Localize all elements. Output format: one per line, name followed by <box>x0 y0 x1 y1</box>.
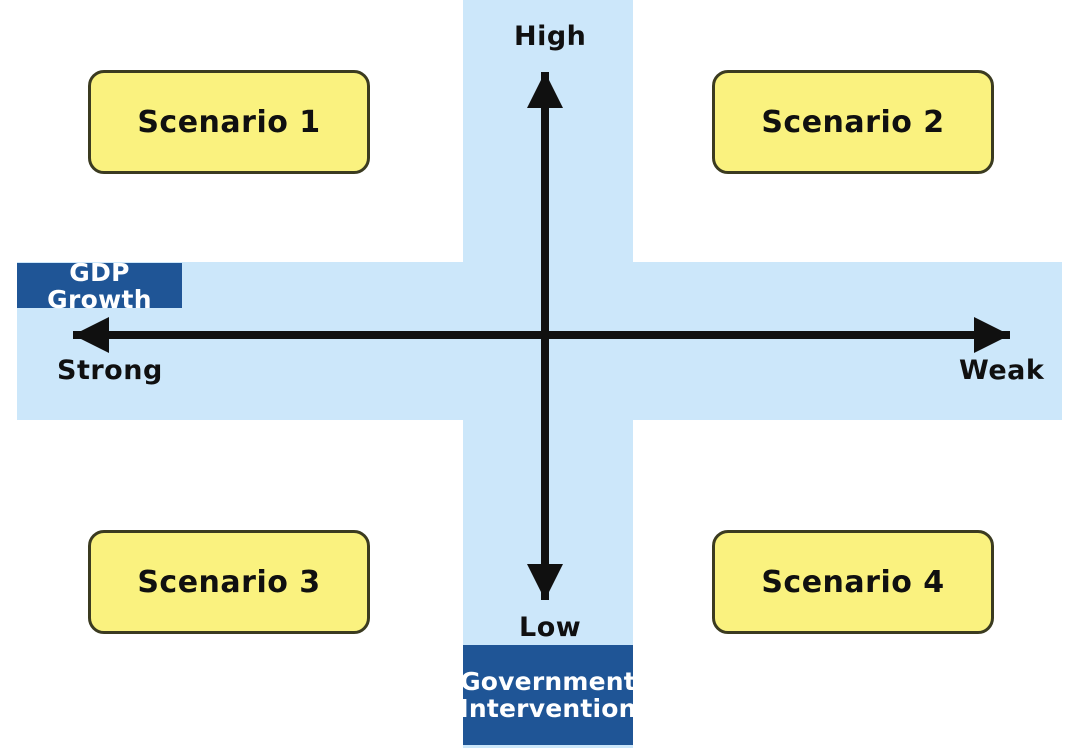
vertical-axis-bottom-pole-label: Low <box>519 612 582 643</box>
horizontal-axis-right-pole-label: Weak <box>959 355 1045 386</box>
horizontal-axis-left-pole-label: Strong <box>57 355 163 386</box>
scenario-box-4[interactable]: Scenario 4 <box>712 530 994 634</box>
scenario-box-2[interactable]: Scenario 2 <box>712 70 994 174</box>
vertical-axis-title-line-2: Intervention <box>459 694 637 723</box>
arrow-right-icon <box>974 317 1010 353</box>
vertical-axis-line <box>541 72 549 600</box>
vertical-axis-title-badge: Government Intervention <box>459 645 636 745</box>
arrow-down-icon <box>527 564 563 600</box>
vertical-axis-title-line-1: Government <box>460 667 636 696</box>
arrow-up-icon <box>527 72 563 108</box>
scenario-box-3[interactable]: Scenario 3 <box>88 530 370 634</box>
scenario-box-1[interactable]: Scenario 1 <box>88 70 370 174</box>
vertical-axis-top-pole-label: High <box>514 21 587 52</box>
horizontal-axis-title-badge: GDP Growth <box>17 259 182 313</box>
arrow-left-icon <box>73 317 109 353</box>
